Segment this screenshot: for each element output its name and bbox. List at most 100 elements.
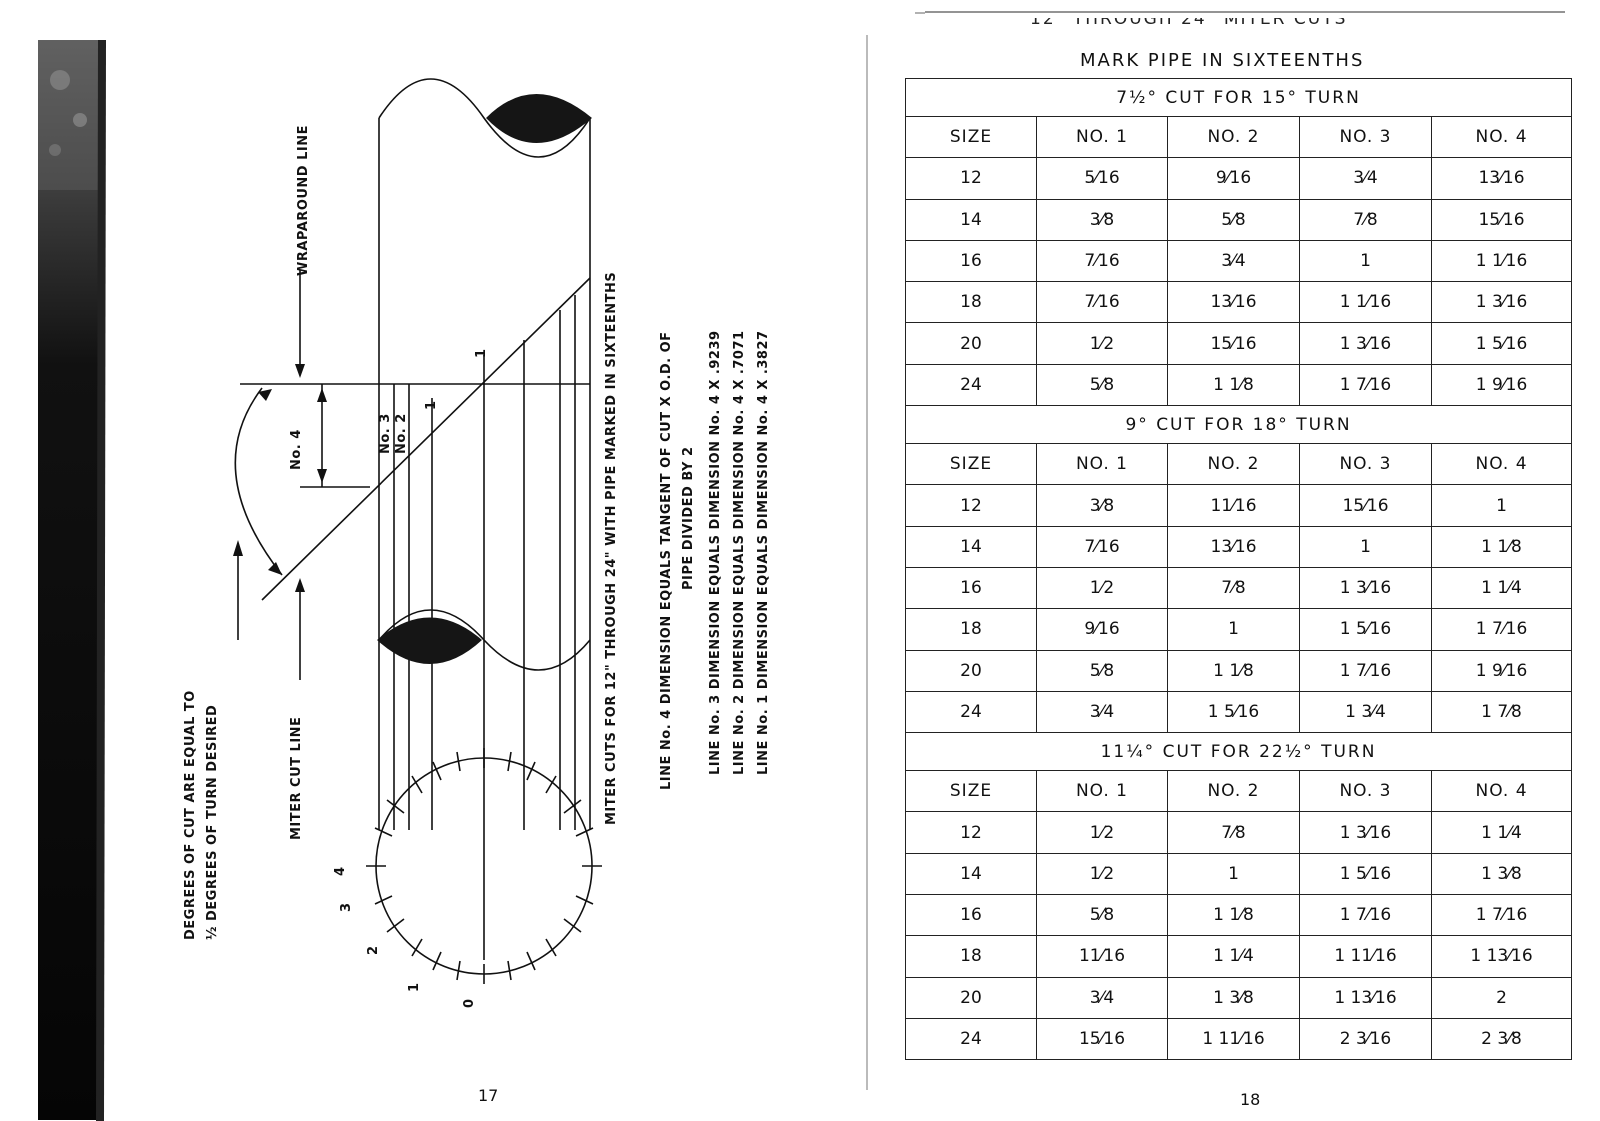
dimension-cell: 1 1⁄16: [1299, 281, 1432, 324]
size-cell: 20: [905, 976, 1037, 1019]
wraparound-line-label: WRAPAROUND LINE: [296, 124, 311, 276]
dimension-cell: 7⁄16: [1036, 525, 1168, 568]
dimension-cell: 1 9⁄16: [1430, 363, 1573, 407]
dimension-cell: 1 1⁄4: [1167, 935, 1300, 978]
miter-cut-line-label: MITER CUT LINE: [289, 716, 304, 840]
column-header: SIZE: [905, 115, 1037, 159]
dimension-cell: 1 1⁄8: [1167, 363, 1300, 407]
dimension-cell: 1 5⁄16: [1299, 852, 1432, 896]
bottom-fill-ellipse: [377, 617, 482, 664]
column-header: NO. 2: [1167, 770, 1300, 813]
dimension-cell: 13⁄16: [1167, 281, 1300, 324]
dimension-cell: 1: [1167, 608, 1300, 651]
note-line-1: LINE No. 4 DIMENSION EQUALS TANGENT OF C…: [659, 331, 674, 790]
dimension-cell: 1 7⁄16: [1430, 608, 1573, 651]
dimension-cell: 1 11⁄16: [1167, 1017, 1300, 1061]
dimension-cell: 1 13⁄16: [1299, 976, 1432, 1019]
dimension-cell: 1 3⁄8: [1167, 976, 1300, 1019]
dimension-cell: 5⁄8: [1167, 198, 1300, 241]
dimension-cell: 1 3⁄16: [1299, 566, 1432, 610]
dimension-cell: 1 1⁄4: [1430, 811, 1573, 854]
dimension-cell: 3⁄4: [1036, 976, 1168, 1019]
column-header: NO. 2: [1167, 115, 1300, 159]
dimension-cell: 1 7⁄16: [1430, 894, 1573, 937]
dimension-cell: 1 3⁄16: [1299, 322, 1432, 365]
miter-cut-line: [261, 277, 591, 601]
binding-edge: [38, 40, 106, 1121]
dimension-cell: 15⁄16: [1430, 198, 1573, 241]
size-cell: 14: [905, 198, 1037, 241]
dimension-cell: 1⁄2: [1036, 322, 1168, 365]
dimension-cell: 5⁄8: [1036, 649, 1168, 692]
size-cell: 12: [905, 157, 1037, 200]
section-title-row: 7½° CUT FOR 15° TURN: [904, 78, 1573, 117]
section-title-row: 11¼° CUT FOR 22½° TURN: [904, 732, 1573, 772]
degrees-note-line1: DEGREES OF CUT ARE EQUAL TO: [183, 690, 198, 940]
dimension-cell: 2 3⁄8: [1430, 1017, 1573, 1061]
dimension-cell: 7⁄8: [1167, 811, 1300, 854]
column-header: NO. 4: [1430, 115, 1573, 159]
section-title: 11¼° CUT FOR 22½° TURN: [904, 732, 1573, 772]
size-cell: 12: [905, 811, 1037, 854]
dimension-cell: 13⁄16: [1430, 157, 1573, 200]
dimension-cell: 1 3⁄16: [1299, 811, 1432, 854]
dimension-cell: 11⁄16: [1167, 484, 1300, 527]
size-cell: 24: [905, 363, 1037, 407]
column-header: NO. 2: [1167, 443, 1300, 486]
dimension-cell: 1 5⁄16: [1299, 608, 1432, 651]
dimension-cell: 3⁄8: [1036, 484, 1168, 527]
pipe-top-curve: [378, 78, 591, 158]
size-cell: 14: [905, 525, 1037, 568]
dimension-cell: 1 1⁄8: [1430, 525, 1573, 568]
dimension-cell: 1 5⁄16: [1430, 322, 1573, 365]
column-header: NO. 1: [1036, 770, 1168, 813]
dimension-cell: 1 7⁄16: [1299, 894, 1432, 937]
size-cell: 24: [905, 690, 1037, 734]
dimension-cell: 1: [1299, 239, 1432, 283]
dimension-cell: 1 7⁄16: [1299, 649, 1432, 692]
size-cell: 20: [905, 322, 1037, 365]
dimension-cell: 5⁄8: [1036, 363, 1168, 407]
size-cell: 14: [905, 852, 1037, 896]
dimension-cell: 2: [1430, 976, 1573, 1019]
line1-top-label: 1: [474, 348, 489, 358]
dimension-cell: 1 3⁄4: [1299, 690, 1432, 734]
column-header: NO. 1: [1036, 443, 1168, 486]
top-rule: [925, 11, 1565, 13]
circle-label-1: 1: [407, 982, 422, 992]
dimension-cell: 9⁄16: [1036, 608, 1168, 651]
dimension-cell: 1 13⁄16: [1430, 935, 1573, 978]
dimension-cell: 5⁄16: [1036, 157, 1168, 200]
top-fill-ellipse: [486, 94, 592, 143]
degrees-note-line2: ½ DEGREES OF TURN DESIRED: [205, 704, 220, 940]
dimension-cell: 1 7⁄16: [1299, 363, 1432, 407]
circle-label-4: 4: [333, 866, 348, 876]
dimension-cell: 7⁄8: [1167, 566, 1300, 610]
size-cell: 16: [905, 239, 1037, 283]
dimension-cell: 3⁄4: [1299, 157, 1432, 200]
dimension-cell: 1 1⁄4: [1430, 566, 1573, 610]
cut-off-header: 12" THROUGH 24" MITER CUTS: [1030, 18, 1348, 29]
size-cell: 18: [905, 935, 1037, 978]
circle-label-0: 0: [462, 998, 477, 1008]
dimension-cell: 1 1⁄8: [1167, 894, 1300, 937]
dimension-cell: 3⁄8: [1036, 198, 1168, 241]
dimension-cell: 11⁄16: [1036, 935, 1168, 978]
miter-cut-diagram: [233, 78, 602, 984]
dimension-cell: 1: [1167, 852, 1300, 896]
